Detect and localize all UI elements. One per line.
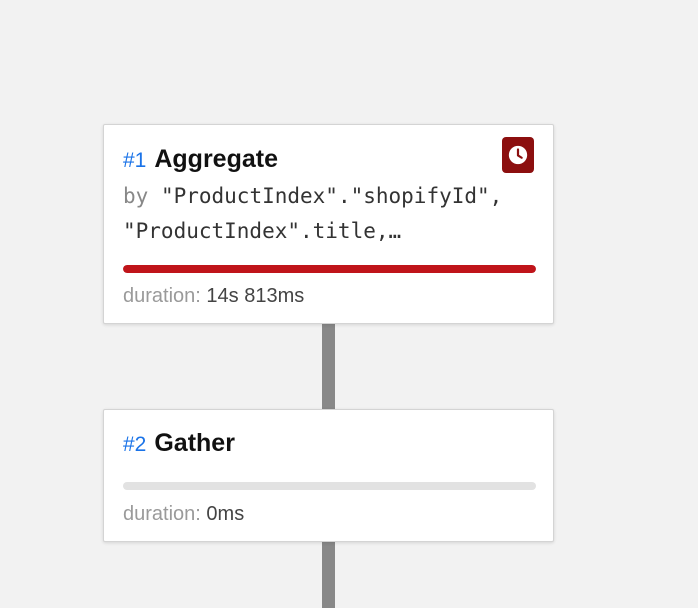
detail-keyword: by (123, 184, 149, 208)
plan-connector (322, 540, 335, 608)
node-title: Gather (154, 429, 235, 457)
plan-node-aggregate[interactable]: #1 Aggregate by "ProductIndex"."shopifyI… (103, 124, 554, 324)
duration-label: duration: (123, 503, 201, 525)
plan-node-gather[interactable]: #2 Gather duration: 0ms (103, 409, 554, 542)
node-header: #2 Gather (123, 429, 235, 458)
duration-value: 14s 813ms (206, 285, 305, 307)
slow-node-badge[interactable] (502, 137, 534, 173)
node-id: #1 (123, 149, 147, 172)
node-id: #2 (123, 433, 147, 456)
duration-row: duration: 14s 813ms (123, 285, 304, 308)
clock-icon (508, 145, 528, 165)
detail-text: "ProductIndex"."shopifyId", (148, 184, 503, 208)
node-title: Aggregate (154, 145, 278, 173)
plan-connector (322, 322, 335, 414)
duration-progress-fill (123, 265, 536, 273)
duration-progress-bar (123, 265, 536, 273)
node-detail-line: by "ProductIndex"."shopifyId", (123, 179, 543, 214)
duration-row: duration: 0ms (123, 503, 244, 526)
duration-value: 0ms (206, 503, 245, 525)
node-header: #1 Aggregate (123, 145, 278, 174)
duration-label: duration: (123, 285, 201, 307)
duration-progress-bar (123, 482, 536, 490)
node-detail-line: "ProductIndex".title,… (123, 219, 402, 243)
node-detail: by "ProductIndex"."shopifyId", "ProductI… (123, 179, 543, 249)
